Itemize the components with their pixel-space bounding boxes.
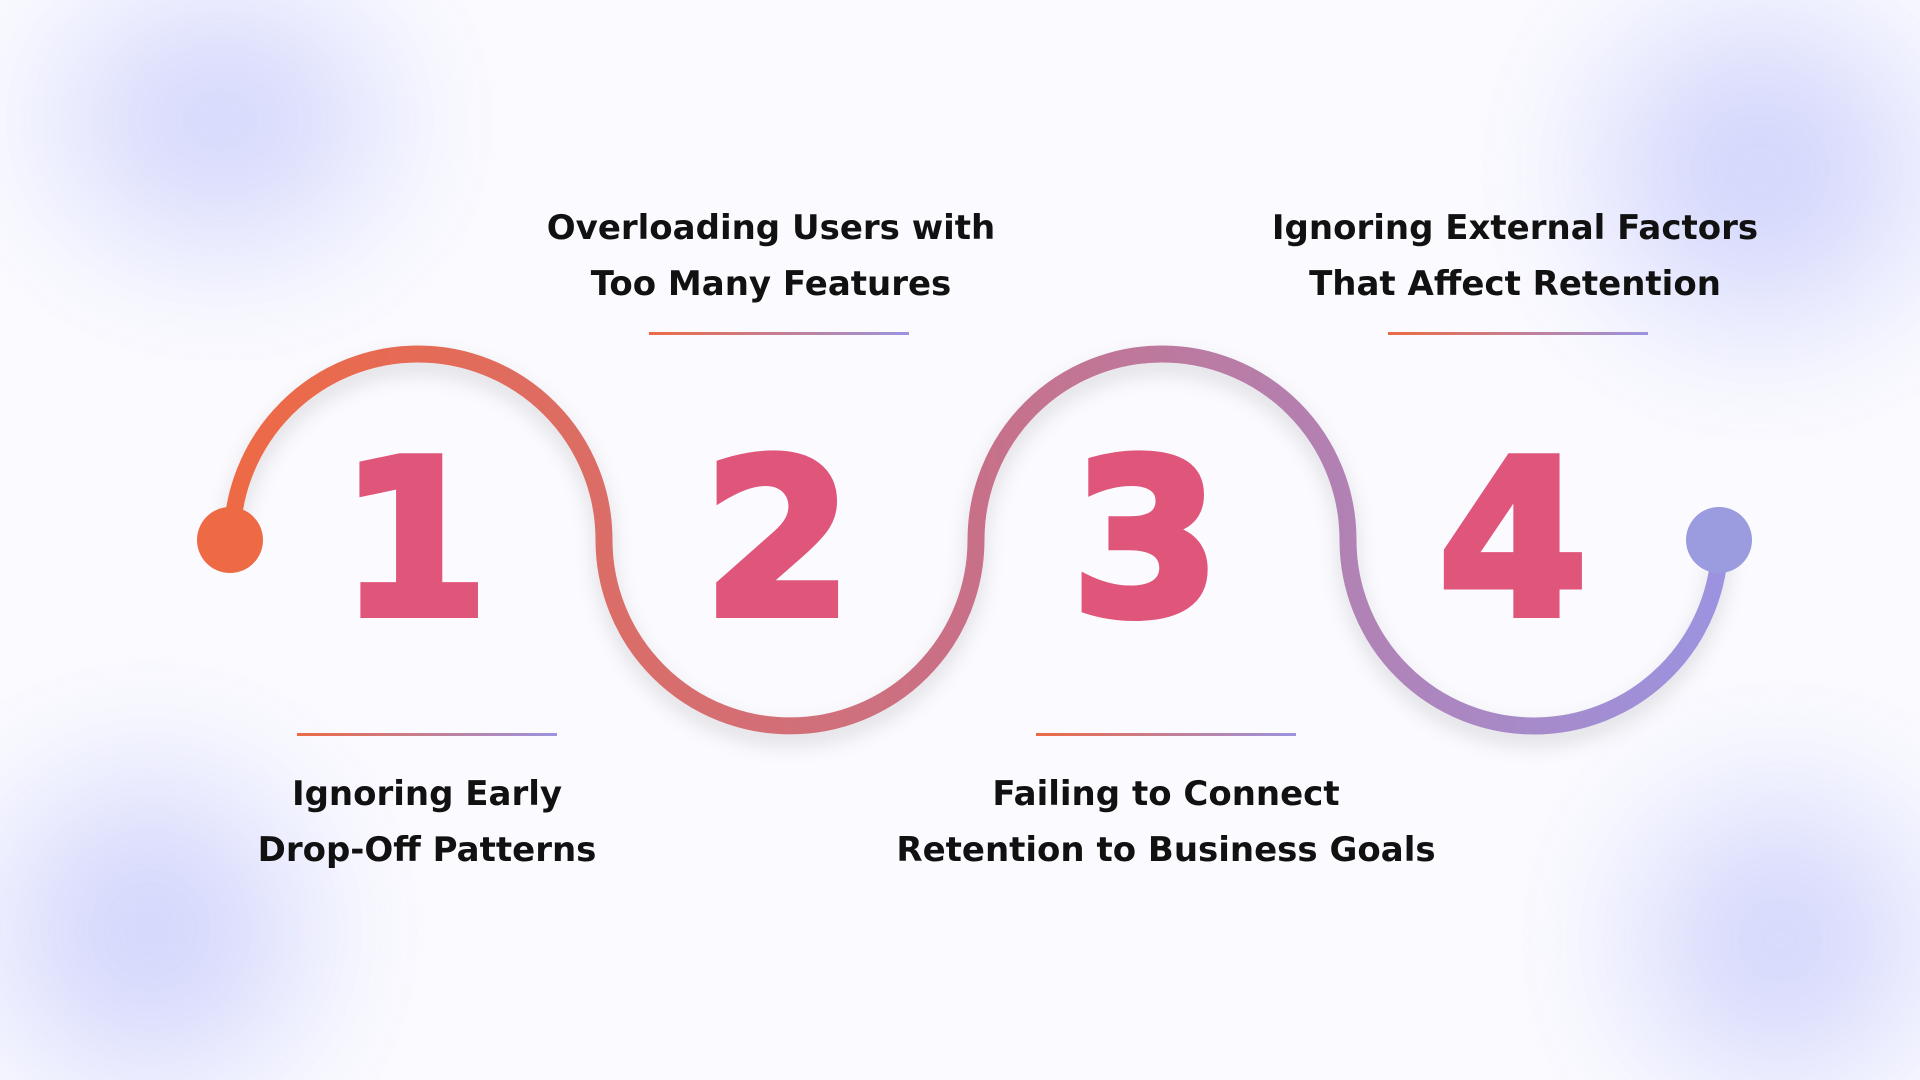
title-line: Retention to Business Goals [896, 830, 1436, 870]
title-line: That Affect Retention [1309, 264, 1721, 304]
step-number-2: 2 [699, 414, 857, 665]
title-line: Ignoring External Factors [1271, 208, 1759, 248]
step-number-1: 1 [335, 414, 493, 665]
step-3-title: Failing to Connect Retention to Business… [866, 766, 1466, 878]
title-line: Ignoring Early [291, 774, 563, 814]
title-line: Too Many Features [590, 264, 952, 304]
end-dot [1686, 507, 1752, 573]
bg-blob [1600, 20, 1920, 320]
step-number-4: 4 [1434, 414, 1592, 665]
title-line: Drop-Off Patterns [257, 830, 597, 870]
step-1-title: Ignoring Early Drop-Off Patterns [127, 766, 727, 878]
title-line: Failing to Connect [992, 774, 1340, 814]
step-4-title: Ignoring External Factors That Affect Re… [1215, 200, 1815, 312]
bg-blob [60, 0, 380, 240]
step-3-underline [1036, 733, 1296, 736]
step-1-underline [297, 733, 557, 736]
step-2-title: Overloading Users with Too Many Features [471, 200, 1071, 312]
bg-blob [0, 780, 300, 1080]
step-2-underline [649, 332, 909, 335]
bg-blob [1640, 800, 1920, 1080]
title-line: Overloading Users with [546, 208, 996, 248]
start-dot [197, 507, 263, 573]
step-4-underline [1388, 332, 1648, 335]
step-number-3: 3 [1067, 414, 1225, 665]
